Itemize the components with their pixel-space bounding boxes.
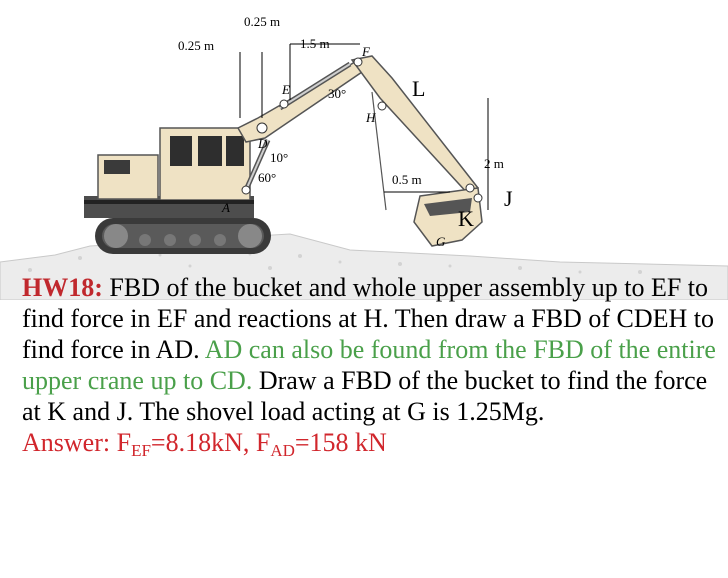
angle-10: 10°: [270, 150, 288, 165]
dim-0-5: 0.5 m: [392, 172, 422, 187]
answer-suffix: =158 kN: [294, 428, 387, 457]
crawler-track: [95, 218, 271, 254]
answer-sub-ef: EF: [131, 441, 151, 460]
excavator-figure: 0.25 m 0.25 m 1.5 m 2 m 0.5 m 30° 10° 60…: [0, 14, 728, 300]
problem-statement: HW18: FBD of the bucket and whole upper …: [22, 272, 722, 460]
point-j: J: [504, 186, 513, 211]
point-h: H: [365, 110, 376, 125]
problem-line-1: FBD of the bucket and whole upper assemb…: [22, 273, 714, 364]
problem-line-2: Draw a FBD of the bucket to find the for…: [22, 366, 708, 426]
point-f: F: [361, 44, 371, 59]
point-a: A: [221, 200, 230, 215]
angle-60: 60°: [258, 170, 276, 185]
angle-30: 30°: [328, 86, 346, 101]
answer-prefix: Answer: F: [22, 428, 132, 457]
hw-label: HW18:: [22, 273, 103, 302]
answer-mid: =8.18kN, F: [150, 428, 271, 457]
dim-0-25-top: 0.25 m: [244, 14, 280, 29]
problem-green-text: AD can also be found from the FBD of the…: [22, 335, 716, 395]
point-e: E: [281, 82, 290, 97]
dimension-lines: [239, 43, 489, 210]
bucket: [413, 183, 483, 247]
answer-sub-ad: AD: [270, 441, 295, 460]
problem-text: HW18: FBD of the bucket and whole upper …: [22, 272, 722, 427]
point-k: K: [458, 206, 474, 231]
dim-2: 2 m: [484, 156, 504, 171]
excavator-body: [84, 127, 254, 218]
point-g: G: [436, 234, 446, 249]
answer-line: Answer: FEF=8.18kN, FAD=158 kN: [22, 427, 722, 460]
dim-1-5: 1.5 m: [300, 36, 330, 51]
point-l: L: [412, 76, 425, 101]
point-d: D: [257, 136, 268, 151]
boom-arm: [236, 61, 364, 195]
dim-0-25-left: 0.25 m: [178, 38, 214, 53]
